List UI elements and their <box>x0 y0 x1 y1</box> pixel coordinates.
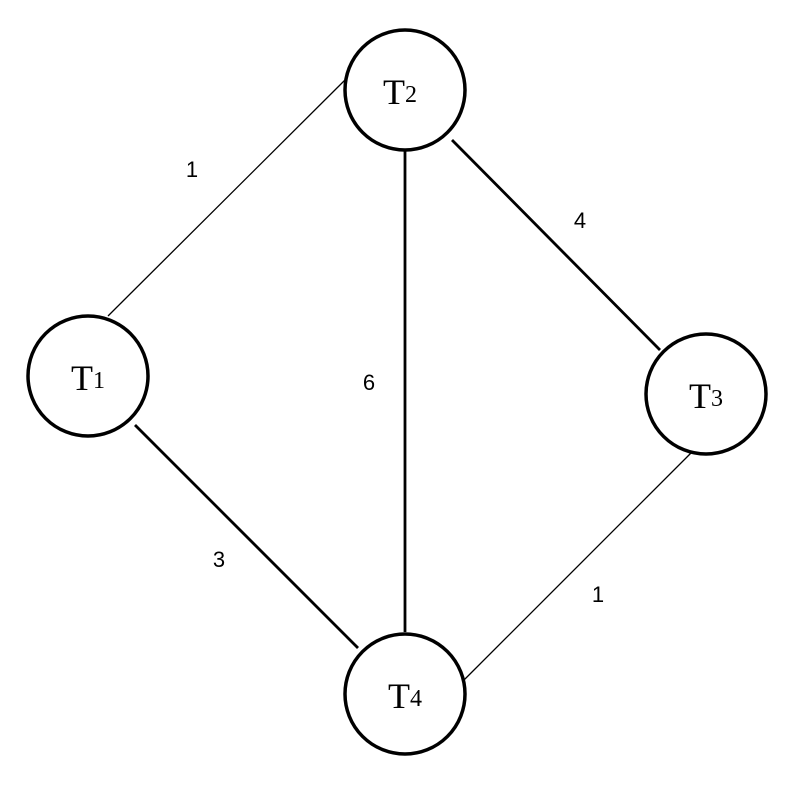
node-t4-label: T4 <box>388 676 422 716</box>
edge-t1-t4 <box>134 424 359 649</box>
node-t2-label: T2 <box>383 72 417 112</box>
node-t4-circle <box>343 632 467 756</box>
node-t1-circle <box>26 314 150 438</box>
weight-t1-t2: 1 <box>186 157 198 182</box>
node-t2: T2 <box>343 28 467 152</box>
edges <box>107 79 693 683</box>
edge-weights: 1 4 6 3 1 <box>186 157 604 607</box>
node-t3-circle <box>644 332 768 456</box>
node-t3: T3 <box>644 332 768 456</box>
edge-t2-t3 <box>451 139 661 351</box>
edge-t1-t2 <box>107 79 346 317</box>
weight-t1-t4: 3 <box>213 547 225 572</box>
node-t2-circle <box>343 28 467 152</box>
weight-t3-t4: 1 <box>592 582 604 607</box>
weight-t2-t3: 4 <box>574 208 586 233</box>
node-t3-label: T3 <box>689 376 723 416</box>
node-t1-label: T1 <box>71 358 105 398</box>
node-t1: T1 <box>26 314 150 438</box>
weight-t2-t4: 6 <box>363 370 375 395</box>
node-t4: T4 <box>343 632 467 756</box>
edge-t3-t4 <box>461 451 693 683</box>
